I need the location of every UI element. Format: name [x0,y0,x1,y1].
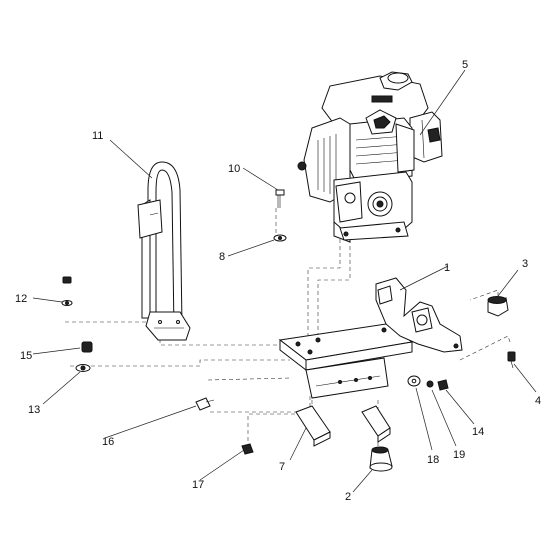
callout-3: 3 [522,258,528,270]
base-plate-part [278,277,463,399]
rubber-bump-3-part [487,296,509,317]
nut-washer-12-part [61,276,73,306]
rubber-strip-7-part [295,405,391,447]
callout-2: 2 [345,491,351,503]
callout-19: 19 [453,449,465,461]
rubber-foot-2-part [369,446,393,472]
washers-14-18-19-part [407,375,449,391]
handle-frame-part [137,161,191,341]
leader-lines [32,69,537,493]
callout-18: 18 [427,454,439,466]
callout-10: 10 [228,163,240,175]
callout-5: 5 [462,59,468,71]
callout-12: 12 [15,293,27,305]
callout-8: 8 [219,251,225,263]
bolt-4-part [507,351,516,369]
callout-labels: 5 1 3 4 11 10 8 12 15 13 16 7 17 2 18 19… [15,59,541,503]
callout-17: 17 [192,479,204,491]
callout-1: 1 [444,262,450,274]
callout-13: 13 [28,404,40,416]
callout-11: 11 [92,130,103,142]
bolt-washer-8-10-part [273,189,287,242]
callout-15: 15 [20,350,32,362]
nut-washer-13-15-part [75,341,93,372]
screw-16-part [195,397,215,411]
engine-part [297,71,443,243]
callout-4: 4 [535,395,541,407]
nut-17-part [241,443,254,455]
callout-16: 16 [102,436,114,448]
callout-7: 7 [279,461,285,473]
callout-14: 14 [472,426,484,438]
